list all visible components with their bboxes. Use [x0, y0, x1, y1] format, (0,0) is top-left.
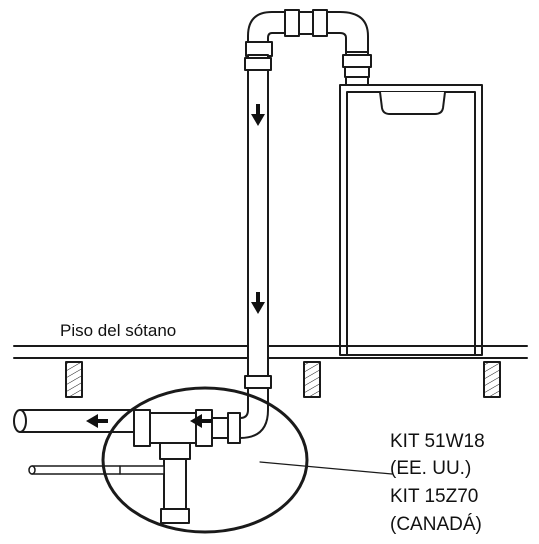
trap-pipe — [160, 458, 190, 524]
kit-us-region-label: (EE. UU.) — [390, 458, 471, 479]
callout-leader-line — [259, 461, 393, 475]
thin-horizontal-pipe — [28, 465, 165, 475]
furnace — [339, 84, 483, 356]
furnace-drain-pipe — [342, 44, 372, 86]
floor-joist — [65, 361, 501, 398]
down-arrow-icon — [251, 292, 265, 314]
left-arrow-icon — [190, 414, 212, 428]
basement-floor — [13, 345, 528, 359]
down-arrow-icon — [251, 104, 265, 126]
lower-elbow-pipe — [209, 387, 269, 444]
kit-us-label: KIT 51W18 — [390, 431, 485, 452]
kit-ca-label: KIT 15Z70 — [390, 486, 478, 507]
kit-highlight-circle — [101, 386, 309, 534]
floor-label: Piso del sótano — [60, 321, 176, 340]
kit-ca-region-label: (CANADÁ) — [390, 514, 482, 535]
left-arrow-icon — [86, 414, 108, 428]
top-elbow-pipe — [245, 9, 369, 57]
